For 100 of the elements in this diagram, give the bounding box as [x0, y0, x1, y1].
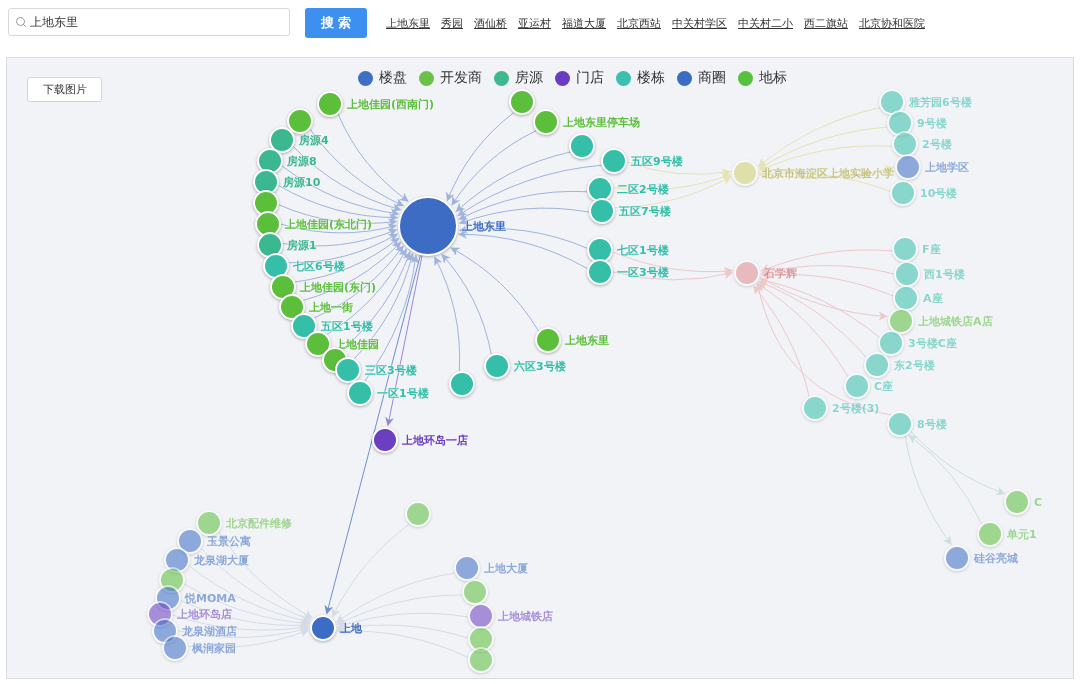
connector-arrow: [446, 111, 515, 202]
connector-arrow: [288, 233, 398, 264]
connector-arrow: [457, 164, 603, 216]
connector-arrow: [218, 531, 313, 619]
connector-arrow: [353, 253, 415, 360]
connector-arrow: [177, 625, 309, 638]
node-label: 9号楼: [917, 116, 947, 130]
connector-arrow: [761, 265, 895, 276]
node-label: 三区3号楼: [365, 363, 417, 377]
legend-label: 开发商: [440, 69, 482, 87]
connector-arrow: [612, 173, 732, 191]
connector-arrow: [758, 276, 888, 321]
node-label: 上地东里: [462, 219, 506, 233]
connector-arrow: [336, 623, 469, 639]
connector-arrow: [758, 280, 867, 358]
node-label: 上地: [340, 621, 362, 635]
node-label: 雅芳园6号楼: [909, 95, 972, 109]
connector-arrow: [458, 190, 588, 220]
connector-arrow: [281, 165, 400, 218]
connector-arrow: [755, 282, 892, 416]
connector-arrow: [458, 225, 588, 249]
node-label: 上地学区: [925, 160, 969, 174]
connector-arrow: [292, 146, 402, 212]
connector-arrow: [758, 145, 893, 172]
node-label: 房源4: [299, 133, 329, 147]
connector-arrow: [180, 599, 310, 630]
suggestion-link: 酒仙桥: [474, 16, 507, 31]
node-label: 东2号楼: [894, 358, 935, 372]
node-label: C座: [874, 379, 894, 393]
node-label: 3号楼C座: [908, 336, 957, 350]
node-label: 北京配件维修: [226, 516, 292, 530]
node-label: 房源1: [287, 238, 317, 252]
connector-arrow: [757, 107, 881, 168]
legend-label: 商圈: [698, 69, 726, 87]
node-label: 北京市海淀区上地实验小学: [762, 166, 894, 180]
connector-arrow: [324, 254, 421, 615]
node-label: 单元1: [1007, 527, 1037, 541]
node-label: 悦MOMA: [185, 591, 236, 605]
legend-label: 楼栋: [637, 69, 665, 87]
connector-arrow: [294, 237, 400, 283]
connector-arrow: [280, 223, 397, 234]
node-label: 上地城铁店A店: [918, 314, 993, 328]
connector-arrow: [187, 628, 310, 649]
connector-arrow: [337, 612, 469, 629]
legend-label: 门店: [576, 69, 604, 87]
connector-arrow: [441, 253, 492, 355]
connector-arrow: [336, 572, 456, 623]
node-label: 上地大厦: [484, 561, 528, 575]
connector-arrow: [908, 435, 983, 525]
node-label: 西1号楼: [924, 267, 965, 281]
node-label: 龙泉湖酒店: [182, 624, 237, 638]
connector-arrow: [302, 241, 402, 301]
connector-arrow: [172, 614, 310, 633]
node-label: 玉景公寓: [207, 534, 251, 548]
connector-arrow: [326, 248, 407, 335]
node-label: 上地城铁店: [498, 609, 553, 623]
connector-arrow: [313, 245, 404, 319]
connector-arrow: [278, 184, 399, 222]
connector-arrow: [756, 283, 849, 378]
suggestion-link: 北京西站: [617, 16, 661, 31]
suggestion-link: 福道大厦: [562, 16, 606, 31]
connector-arrow: [759, 277, 880, 338]
node-label: 一区3号楼: [617, 265, 669, 279]
node-label: 8号楼: [917, 417, 947, 431]
node-label: 五区9号楼: [631, 154, 683, 168]
connector-arrow: [434, 256, 461, 372]
node-label: 上地佳园(东北门): [285, 217, 373, 231]
node-label: 五区1号楼: [321, 319, 373, 333]
node-label: 上地东里: [565, 333, 609, 347]
suggestion-link: 上地东里: [386, 16, 430, 31]
node-label: 2号楼: [922, 137, 952, 151]
connector-arrow: [188, 565, 311, 625]
connector-arrow: [385, 254, 423, 427]
connector-arrow: [364, 254, 420, 382]
node-label: 上地佳园(东门): [300, 280, 377, 294]
suggestion-link: 秀园: [441, 16, 463, 31]
node-label: 2号楼(3): [832, 401, 880, 415]
connector-arrow: [332, 523, 411, 618]
node-label: 上地东里停车场: [563, 115, 640, 129]
connector-arrow: [337, 113, 409, 202]
node-label: 七区1号楼: [617, 243, 669, 257]
node-label: 六区3号楼: [514, 359, 566, 373]
connector-arrow: [910, 430, 1006, 496]
node-label: 龙泉湖大厦: [194, 553, 249, 567]
node-label: A座: [923, 291, 943, 305]
node-label: 10号楼: [920, 186, 958, 200]
node-label: 一区1号楼: [377, 386, 429, 400]
suggestion-link: 中关村二小: [738, 16, 793, 31]
legend-label: 地标: [759, 69, 787, 87]
node-label: 二区2号楼: [617, 182, 669, 196]
connector-arrow: [309, 128, 405, 207]
node-label: 五区7号楼: [619, 204, 671, 218]
suggestion-link: 北京协和医院: [859, 16, 925, 31]
legend-label: 楼盘: [379, 69, 407, 87]
node-label: 枫润家园: [192, 641, 236, 655]
connector-arrow: [626, 161, 732, 178]
download-button: 下载图片: [27, 77, 102, 102]
connector-arrow: [904, 435, 952, 545]
node-label: C: [1034, 495, 1043, 509]
connector-arrow: [200, 547, 312, 622]
